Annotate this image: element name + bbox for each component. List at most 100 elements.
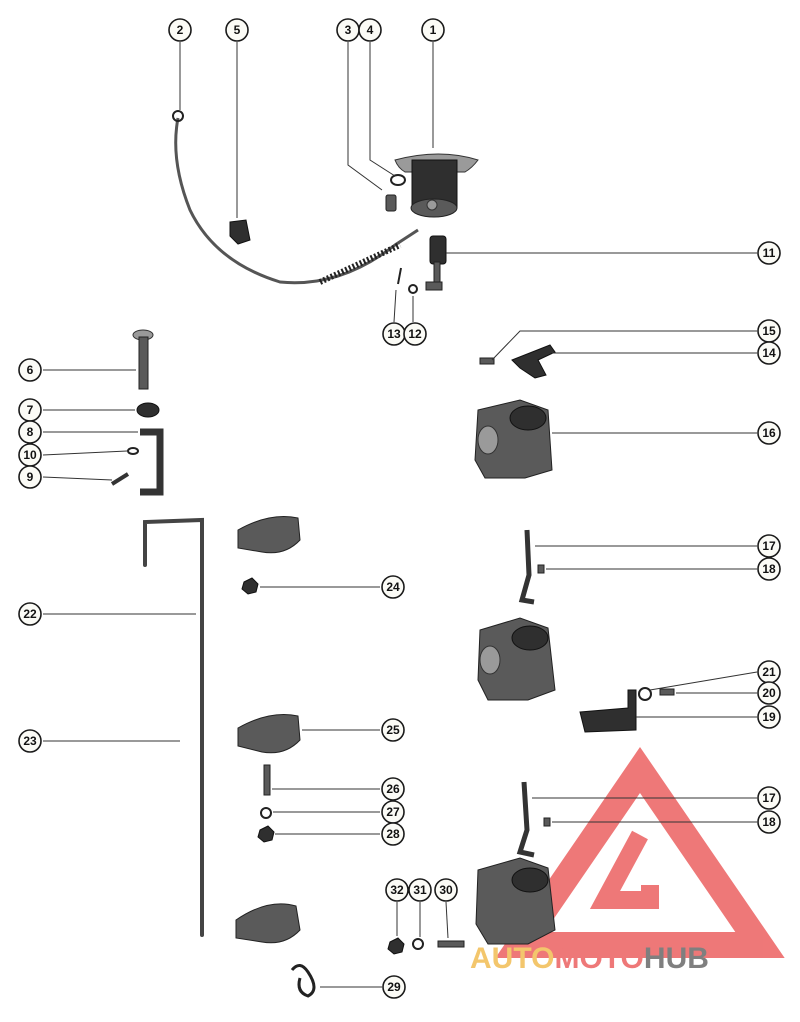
part-clip [229,219,251,245]
callout: 6 [18,358,42,382]
callout: 25 [381,718,405,742]
callout-label: 6 [27,363,34,377]
part-solenoid [394,153,479,218]
callout-label: 3 [345,23,352,37]
callout: 18 [757,810,781,834]
part-throttle-cam-bottom [235,903,301,944]
callout: 27 [381,800,405,824]
callout-label: 1 [430,23,437,37]
callout: 1 [421,18,445,42]
callout-label: 25 [386,723,400,737]
part-cotter-pin [397,267,402,285]
callout: 13 [382,322,406,346]
part-lockwasher [127,447,139,455]
callout: 14 [757,341,781,365]
part-nut-28 [257,825,275,843]
callout: 19 [757,705,781,729]
callout-label: 28 [386,827,400,841]
part-screw-small [385,194,397,212]
callout-label: 30 [439,883,453,897]
callout: 5 [225,18,249,42]
callout-label: 11 [763,246,776,260]
leader-lines [42,42,758,988]
callout-label: 19 [762,710,776,724]
callout: 29 [382,975,406,999]
part-nut-24 [241,577,259,595]
callout-label: 7 [27,403,34,417]
callout: 3 [336,18,360,42]
part-linkage-rod [143,517,204,937]
callout: 32 [385,878,409,902]
callout-label: 27 [386,805,400,819]
callout: 12 [403,322,427,346]
svg-text:AUTOMOTOHUB: AUTOMOTOHUB [470,942,709,975]
part-throttle-cam-middle [237,714,301,754]
part-cable-spring [318,242,402,285]
part-screw [479,357,495,365]
callout-label: 17 [762,539,776,553]
part-screw-9 [110,472,130,486]
callout-label: 24 [386,580,400,594]
part-small-washer [408,284,418,294]
callout: 7 [18,398,42,422]
callout-label: 16 [762,426,776,440]
callout: 21 [757,660,781,684]
callout-label: 22 [23,607,37,621]
callout: 26 [381,777,405,801]
callout-label: 17 [762,791,776,805]
callout-label: 18 [762,815,776,829]
callout-label: 21 [762,665,776,679]
watermark-word-auto: AUTO [470,942,554,975]
callout: 8 [18,420,42,444]
part-set-screw-lower [543,817,551,827]
part-cable-eyelet [172,110,184,122]
callout: 20 [757,681,781,705]
part-throttle-cam-top [237,516,301,554]
callout-label: 4 [367,23,374,37]
callout: 16 [757,421,781,445]
part-plunger [425,235,447,291]
part-stud-30 [437,940,465,948]
watermark-word-hub: HUB [644,942,709,975]
callout: 10 [18,443,42,467]
part-washer-31 [412,938,424,950]
callout: 9 [18,465,42,489]
callout: 15 [757,319,781,343]
part-spring-clip [290,964,316,998]
callout-label: 18 [762,562,776,576]
callouts: 1 2 3 4 5 11 13 12 15 14 6 7 8 10 9 16 1… [18,18,781,999]
part-cable [174,117,419,285]
callout: 2 [168,18,192,42]
part-bracket-u [140,428,164,496]
callout-label: 31 [413,883,427,897]
part-carburetor-body-2 [477,617,556,701]
part-nut-32 [387,937,405,955]
callout-label: 23 [23,734,37,748]
part-washer [390,174,406,186]
part-carburetor-body-1 [474,399,553,479]
callout: 23 [18,729,42,753]
part-washer-27 [260,807,272,819]
part-set-screw-upper [537,564,545,574]
callout: 17 [757,786,781,810]
callout: 30 [434,878,458,902]
part-throttle-shaft-upper [518,529,535,605]
part-bracket-19 [579,689,637,733]
callout-label: 2 [177,23,184,37]
callout: 31 [408,878,432,902]
callout: 4 [358,18,382,42]
callout-label: 10 [23,448,37,462]
part-washer-21 [638,687,652,701]
callout: 17 [757,534,781,558]
callout: 22 [18,602,42,626]
callout-label: 5 [234,23,241,37]
callout-label: 26 [386,782,400,796]
callout-label: 9 [27,470,34,484]
callout: 28 [381,822,405,846]
callout-label: 12 [408,327,422,341]
part-bolt [132,329,154,390]
callout: 11 [757,241,781,265]
watermark-word-moto: MOTO [554,942,643,975]
callout: 24 [381,575,405,599]
